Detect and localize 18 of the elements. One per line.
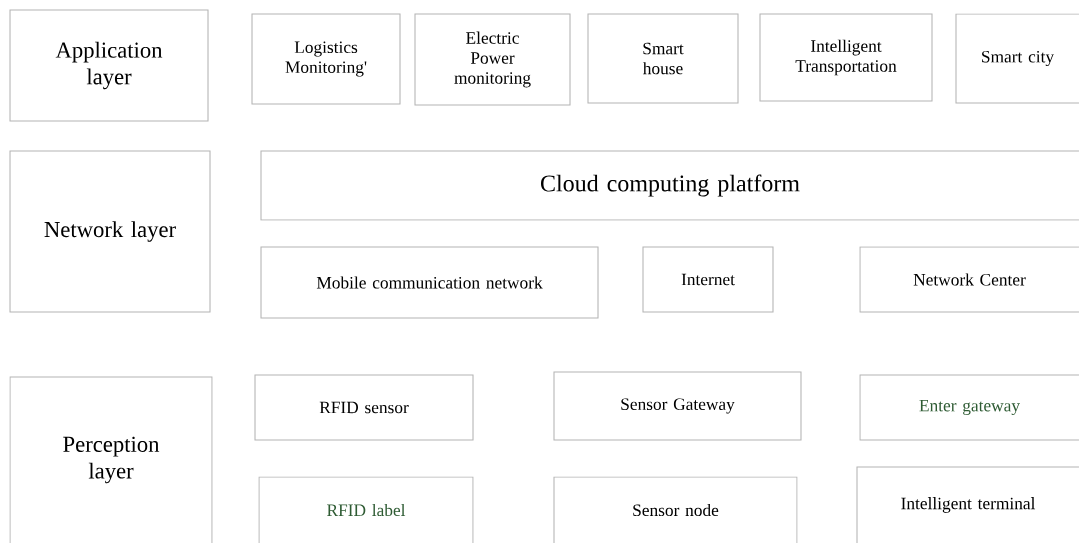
item-box: Mobile communication network bbox=[260, 246, 599, 319]
item-box: RFID label bbox=[258, 476, 474, 543]
layer-box: Application layer bbox=[9, 9, 209, 122]
layer-box: Network layer bbox=[9, 150, 211, 313]
item-box: Enter gateway bbox=[859, 374, 1079, 441]
item-box: Electric Power monitoring bbox=[414, 13, 571, 106]
platform-box: Cloud computing platform bbox=[260, 150, 1079, 221]
item-box: Smart house bbox=[587, 13, 739, 104]
item-box: Internet bbox=[642, 246, 774, 313]
item-box: Intelligent terminal bbox=[856, 466, 1079, 543]
item-box: RFID sensor bbox=[254, 374, 474, 441]
item-box: Sensor Gateway bbox=[553, 371, 802, 441]
item-box: Intelligent Transportation bbox=[759, 13, 933, 102]
item-box: Smart city bbox=[955, 13, 1079, 104]
layer-box: Perception layer bbox=[9, 376, 213, 543]
item-box: Logistics Monitoring' bbox=[251, 13, 401, 105]
item-box: Network Center bbox=[859, 246, 1079, 313]
item-box: Sensor node bbox=[553, 476, 798, 543]
